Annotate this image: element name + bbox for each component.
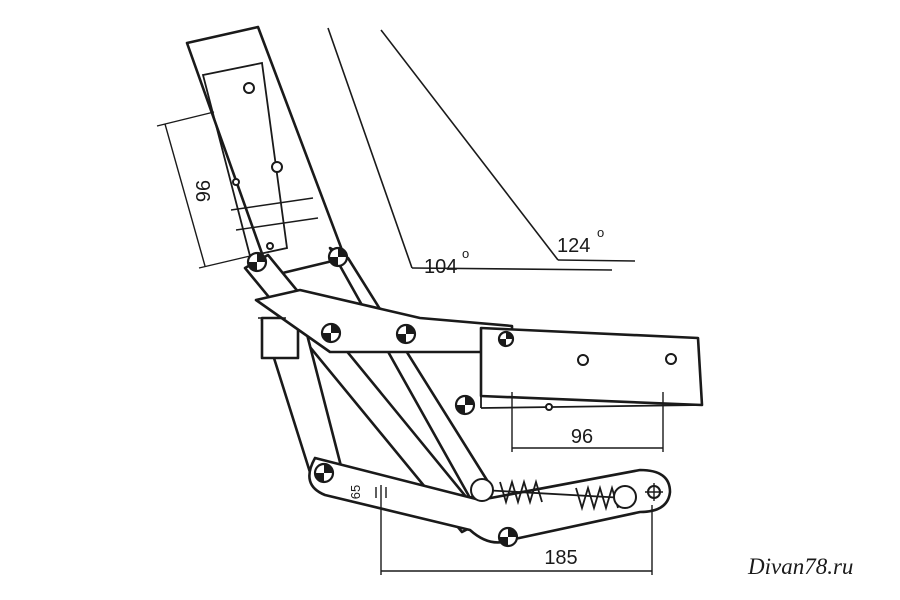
pin: [327, 246, 349, 268]
dimension-seat: 96: [511, 392, 664, 452]
dimension-backrest: 96: [156, 111, 251, 269]
angle-inner-degree: o: [462, 246, 469, 261]
dimension-offset-label: 65: [348, 485, 363, 499]
seat-bracket: [479, 326, 704, 411]
pin: [246, 251, 268, 273]
pin: [454, 394, 476, 416]
dimension-backrest-label: 96: [191, 180, 213, 202]
pin: [313, 462, 335, 484]
angle-inner-label: 104: [424, 256, 457, 278]
pin: [395, 323, 417, 345]
dimension-base: 185: [380, 485, 653, 575]
dimension-offset: 65: [348, 485, 387, 499]
pin: [645, 483, 663, 501]
angle-outer-degree: o: [597, 225, 604, 240]
pivot-pins: [246, 246, 663, 548]
springs: [470, 478, 637, 512]
pin: [497, 330, 515, 348]
dimension-seat-label: 96: [571, 426, 593, 448]
angle-outer-label: 124: [557, 235, 590, 257]
angle-guides: [327, 27, 636, 271]
dimension-base-label: 185: [544, 547, 577, 569]
watermark: Divan78.ru: [748, 554, 854, 579]
pin: [320, 322, 342, 344]
base-link: [308, 456, 672, 544]
backrest-plate: [185, 25, 347, 278]
pin: [497, 526, 519, 548]
